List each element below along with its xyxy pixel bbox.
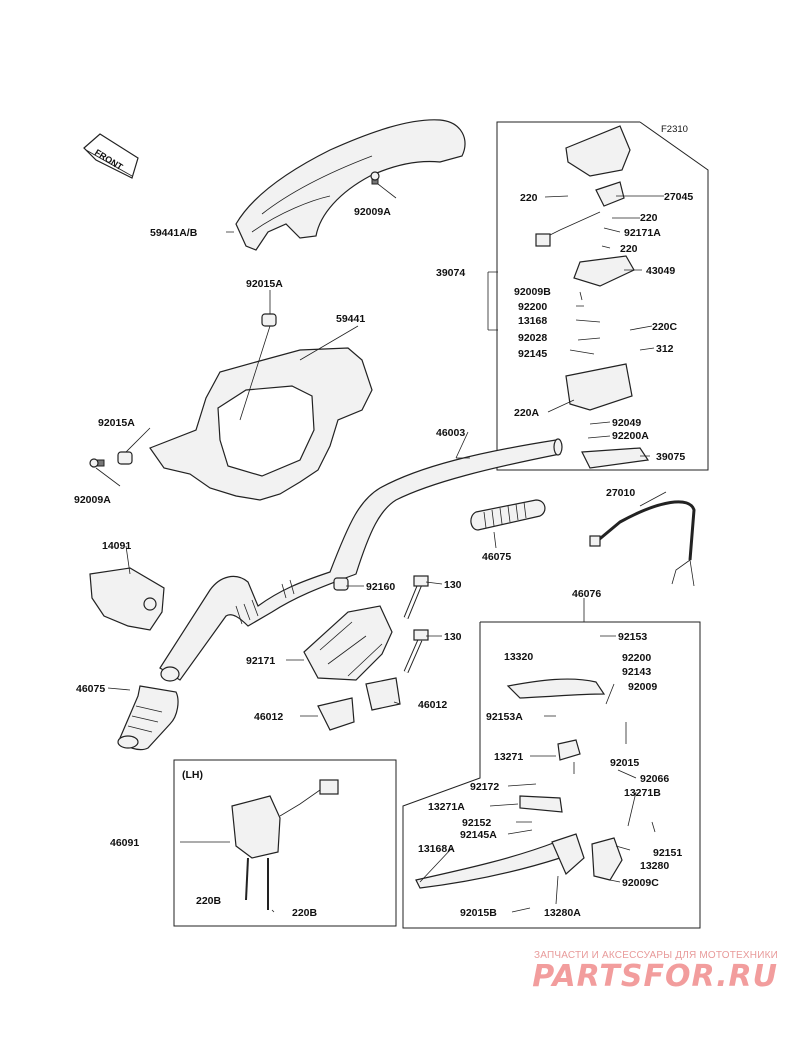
- callout-92200-r: 92200: [622, 652, 651, 664]
- watermark: ЗАПЧАСТИ И АКСЕССУАРЫ ДЛЯ МОТОТЕХНИКИ PA…: [458, 950, 778, 994]
- callout-46003: 46003: [436, 427, 465, 439]
- callout-13280A: 13280A: [544, 907, 581, 919]
- callout-130-a: 130: [444, 579, 462, 591]
- bracket-13271: [557, 739, 581, 761]
- callout-220B-a: 220B: [196, 895, 222, 907]
- callout-92009C: 92009C: [622, 877, 659, 889]
- front-arrow-icon: FRONT: [83, 133, 139, 179]
- grommet-part: [261, 313, 277, 327]
- bolt-130-lower: [403, 629, 429, 674]
- callout-220-a: 220: [520, 192, 538, 204]
- lh-label: (LH): [182, 769, 203, 781]
- switch-46091-part: [231, 779, 339, 910]
- callout-92171A: 92171A: [624, 227, 661, 239]
- callout-92049: 92049: [612, 417, 641, 429]
- throttle-assembly-frame: [496, 121, 709, 471]
- callout-46091: 46091: [110, 837, 139, 849]
- callout-46075-left: 46075: [76, 683, 105, 695]
- callout-92200A: 92200A: [612, 430, 649, 442]
- callout-92171: 92171: [246, 655, 275, 667]
- callout-46012-a: 46012: [254, 711, 283, 723]
- handlebar-holder-right: [365, 677, 401, 711]
- callout-46012-b: 46012: [418, 699, 447, 711]
- callout-13271A: 13271A: [428, 801, 465, 813]
- bracket-13271A: [519, 795, 563, 813]
- callout-92143: 92143: [622, 666, 651, 678]
- screw-92009A-top: [370, 171, 380, 185]
- callout-43049: 43049: [646, 265, 675, 277]
- callout-220-b: 220: [640, 212, 658, 224]
- callout-220C: 220C: [652, 321, 678, 333]
- callout-46075-right: 46075: [482, 551, 511, 563]
- callout-92145: 92145: [518, 348, 547, 360]
- master-cylinder-13280A: [551, 833, 585, 875]
- callout-92152: 92152: [462, 817, 491, 829]
- throttle-cable-part: [535, 211, 601, 247]
- throttle-case-part: [565, 125, 650, 469]
- callout-220A: 220A: [514, 407, 540, 419]
- callout-92015: 92015: [610, 757, 639, 769]
- callout-92009A-left: 92009A: [74, 494, 111, 506]
- grip-left-part: [117, 685, 179, 751]
- grip-right-part: [470, 499, 546, 531]
- bolt-130-upper: [403, 575, 429, 619]
- callout-92153A: 92153A: [486, 711, 523, 723]
- callout-312: 312: [656, 343, 674, 355]
- callout-130-b: 130: [444, 631, 462, 643]
- callout-92151: 92151: [653, 847, 682, 859]
- callout-39075: 39075: [656, 451, 685, 463]
- watermark-logo: PARTSFOR.RU: [532, 959, 778, 994]
- gauge-window: [217, 385, 315, 477]
- callout-14091: 14091: [102, 540, 131, 552]
- callout-27045: 27045: [664, 191, 693, 203]
- screw-92009A-left: [89, 451, 133, 468]
- switch-assembly-frame: [173, 759, 397, 927]
- callout-92015A-top: 92015A: [246, 278, 283, 290]
- handlebar-holder-left: [317, 697, 355, 731]
- callout-92200: 92200: [518, 301, 547, 313]
- callout-27010: 27010: [606, 487, 635, 499]
- upper-cover-part: [235, 119, 466, 251]
- callout-92172: 92172: [470, 781, 499, 793]
- callout-92009B: 92009B: [514, 286, 551, 298]
- switch-housing-part: [89, 567, 165, 631]
- callout-92066: 92066: [640, 773, 669, 785]
- callout-92160: 92160: [366, 581, 395, 593]
- callout-92028: 92028: [518, 332, 547, 344]
- callout-92153: 92153: [618, 631, 647, 643]
- callout-59441: 59441: [336, 313, 365, 325]
- callout-13168A: 13168A: [418, 843, 455, 855]
- cable-27010-part: [589, 500, 696, 587]
- watermark-tagline: ЗАПЧАСТИ И АКСЕССУАРЫ ДЛЯ МОТОТЕХНИКИ: [533, 950, 778, 961]
- callout-92015A-left: 92015A: [98, 417, 135, 429]
- callout-92009A-top: 92009A: [354, 206, 391, 218]
- callout-13271B: 13271B: [624, 787, 661, 799]
- callout-92009: 92009: [628, 681, 657, 693]
- callout-39074: 39074: [436, 267, 465, 279]
- brake-lever-13320: [506, 678, 606, 699]
- callout-59441AB: 59441A/B: [150, 227, 198, 239]
- callout-13320: 13320: [504, 651, 533, 663]
- brake-assembly-frame: [402, 621, 701, 929]
- callout-46076: 46076: [572, 588, 601, 600]
- grommet-92160: [333, 577, 349, 591]
- callout-220-c: 220: [620, 243, 638, 255]
- figure-code: F2310: [661, 124, 688, 135]
- callout-13280: 13280: [640, 860, 669, 872]
- cable-holder-part: [303, 605, 393, 681]
- master-cylinder-13280: [591, 837, 623, 881]
- callout-220B-b: 220B: [292, 907, 318, 919]
- callout-13168: 13168: [518, 315, 547, 327]
- callout-92145A: 92145A: [460, 829, 497, 841]
- callout-13271: 13271: [494, 751, 523, 763]
- callout-92015B: 92015B: [460, 907, 497, 919]
